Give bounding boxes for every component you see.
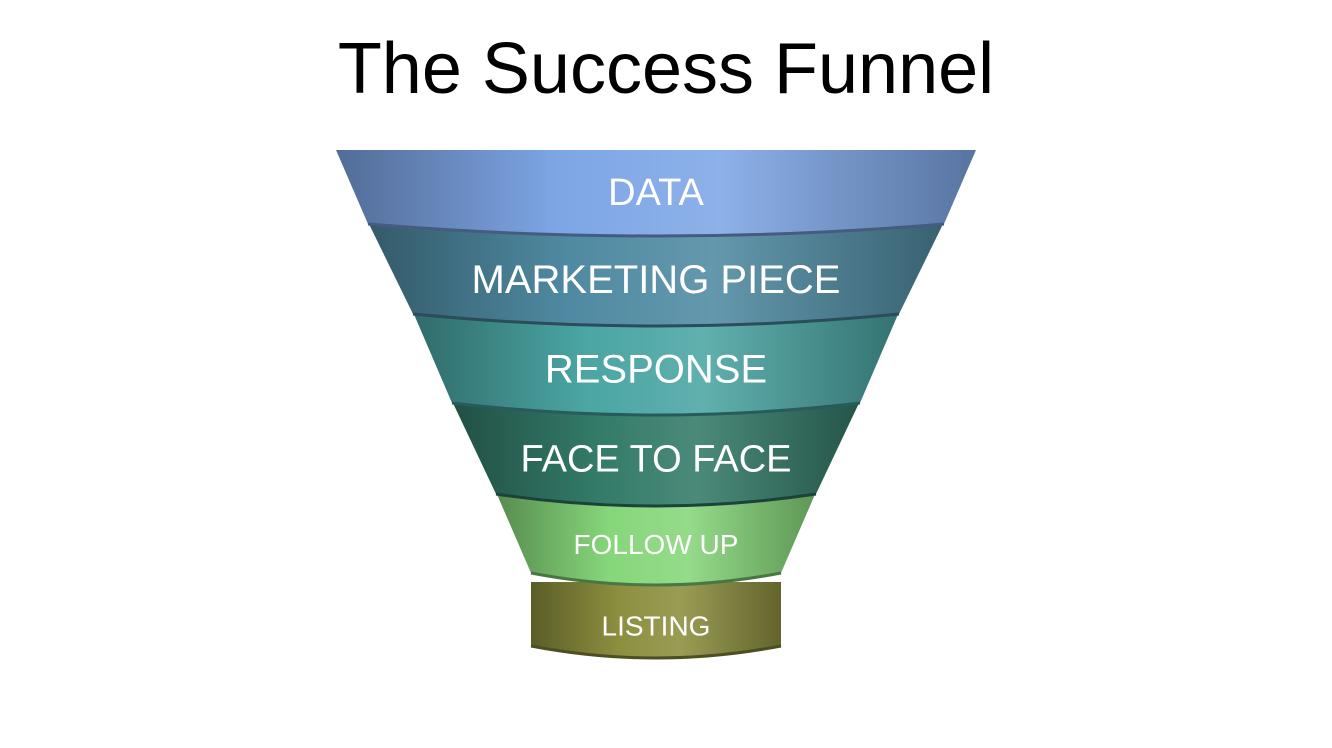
funnel-stage-rim-0 — [367, 222, 945, 238]
funnel-stage-rim-4 — [530, 571, 782, 587]
funnel-stage-label-5: LISTING — [602, 611, 711, 642]
funnel-stage-rim-1 — [412, 312, 900, 328]
funnel-stage-label-0: DATA — [608, 172, 704, 214]
funnel-stage-2 — [413, 312, 899, 415]
funnel-stage-rim-5 — [530, 644, 782, 660]
funnel-stage-rim-2 — [451, 401, 861, 417]
funnel-stage-rim-3 — [495, 492, 817, 508]
funnel-stage-3 — [452, 401, 860, 506]
funnel-stage-0 — [336, 150, 976, 236]
slide-title: The Success Funnel — [337, 29, 995, 109]
funnel-stage-5 — [531, 582, 781, 658]
funnel-stage-label-1: MARKETING PIECE — [472, 258, 841, 302]
funnel-stage-4 — [496, 492, 816, 585]
funnel-stage-label-4: FOLLOW UP — [574, 529, 739, 560]
funnel-stage-1 — [368, 222, 944, 326]
funnel-stage-label-2: RESPONSE — [545, 348, 767, 392]
funnel-stage-label-3: FACE TO FACE — [520, 439, 791, 481]
